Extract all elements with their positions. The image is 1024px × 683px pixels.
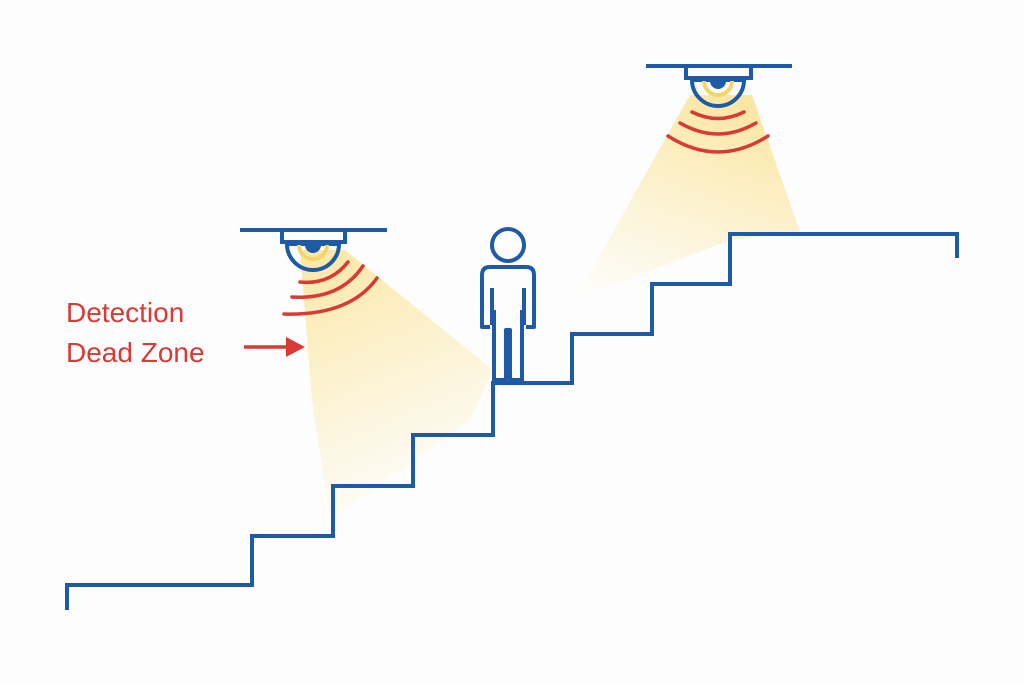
dead-zone-label-line2: Dead Zone xyxy=(66,337,205,368)
right-ceiling-motion-sensor-icon xyxy=(646,64,792,154)
dead-zone-label-line1: Detection xyxy=(66,297,185,328)
staircase xyxy=(65,232,959,610)
person-icon xyxy=(480,227,536,382)
left-ceiling-motion-sensor-icon xyxy=(240,228,387,316)
arrow-right-icon xyxy=(244,337,305,357)
left-light-cone xyxy=(300,250,493,520)
